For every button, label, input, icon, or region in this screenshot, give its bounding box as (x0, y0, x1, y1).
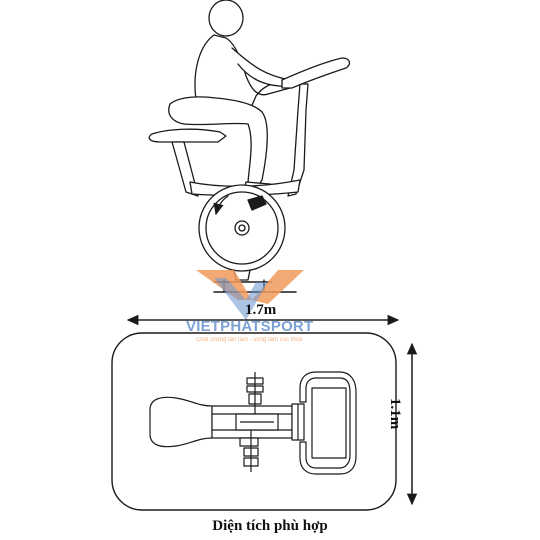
handlebar-stem (287, 83, 309, 197)
flywheel-outer (198, 184, 286, 272)
flywheel-hub (234, 220, 250, 236)
height-dimension-label: 1.1m (387, 398, 403, 430)
logo-wing-right (252, 270, 304, 304)
watermark-logo (196, 270, 304, 320)
flywheel-hub-center (238, 224, 246, 232)
rider-head (208, 0, 244, 37)
handlebar (281, 57, 351, 89)
exercise-bike-side-view (148, 0, 351, 293)
seat (148, 128, 227, 143)
watermark-brand: VIETPHATSPORT (186, 318, 314, 335)
pedal-upper (246, 372, 264, 414)
exercise-bike-top-view (149, 371, 357, 475)
crank (247, 195, 267, 211)
crank-arrow (213, 195, 229, 216)
handlebar-top (299, 371, 357, 475)
width-dimension-label: 1.7m (245, 302, 277, 318)
flywheel-inner (205, 191, 279, 265)
pedal-lower (239, 430, 259, 472)
seat-top (149, 396, 213, 448)
diagram-caption: Diện tích phù hợp (212, 518, 328, 534)
watermark-tagline: Chất lượng tận tâm - sống tâm cùc thoả (196, 337, 303, 343)
logo-v-blue (214, 278, 268, 320)
